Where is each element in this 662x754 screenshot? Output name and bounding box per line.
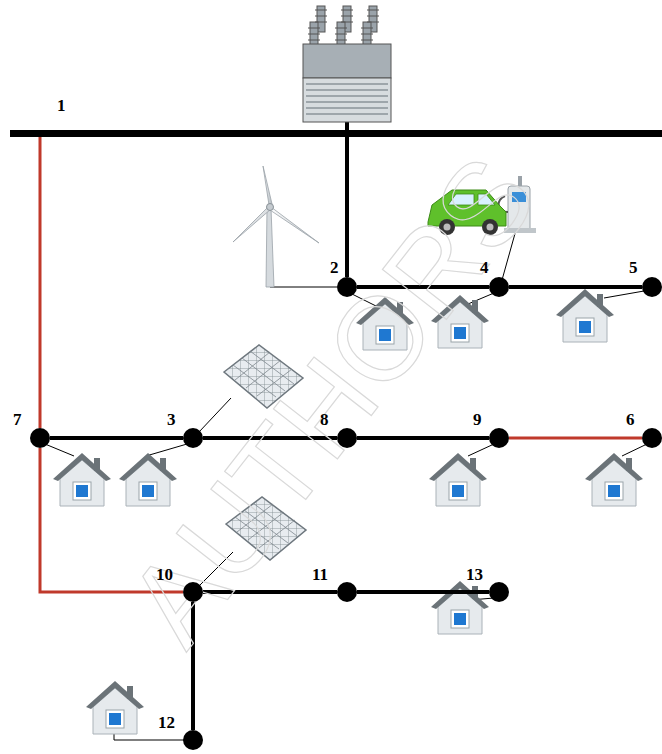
bus-node: 10 [183, 582, 203, 602]
bus-number: 7 [13, 411, 22, 428]
house-icon [53, 453, 111, 506]
bus-node: 8 [337, 428, 357, 448]
house-icon [585, 453, 643, 506]
bus-node: 7 [30, 428, 50, 448]
bus-node: 3 [183, 428, 203, 448]
house-icon [556, 289, 614, 342]
bus-node: 6 [642, 428, 662, 448]
bus-number: 6 [626, 411, 635, 428]
bus-number: 11 [312, 566, 328, 583]
bus-node: 5 [642, 277, 662, 297]
bus-number: 3 [167, 411, 176, 428]
house-icon [431, 581, 489, 634]
bus-number: 1 [57, 97, 66, 114]
tie-line [39, 137, 42, 428]
bus-node: 2 [337, 277, 357, 297]
bus-node: 11 [337, 582, 357, 602]
bus-number: 13 [466, 566, 483, 583]
bus-number: 9 [473, 411, 482, 428]
bus-node: 12 [183, 730, 203, 750]
bus-number: 8 [320, 411, 329, 428]
feeder-line [345, 137, 349, 277]
bus-number: 12 [158, 714, 175, 731]
wind-turbine [233, 166, 337, 287]
bus-node: 13 [489, 582, 509, 602]
feeder-line [509, 285, 642, 289]
bus-number: 4 [480, 259, 489, 276]
feeder-line [357, 590, 489, 594]
bus-node: 9 [489, 428, 509, 448]
tie-line [509, 437, 642, 440]
bus-number: 10 [156, 566, 173, 583]
transformer-symbol [303, 6, 391, 132]
house-icon [86, 681, 144, 734]
bus-number: 5 [629, 259, 638, 276]
bus-number: 2 [330, 259, 339, 276]
feeder-line [50, 436, 183, 440]
house-icon [429, 453, 487, 506]
bus-bar: 1 [10, 130, 662, 137]
bus-node: 4 [489, 277, 509, 297]
